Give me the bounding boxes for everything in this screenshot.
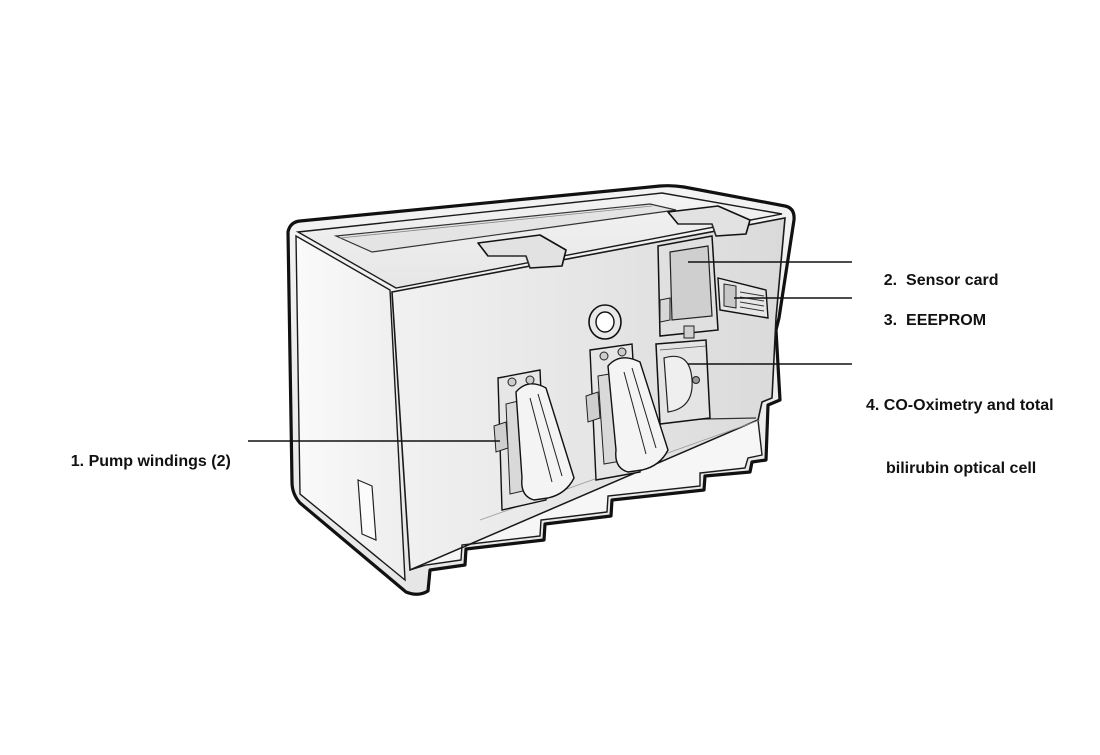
interior-floor [409,418,763,571]
sensor-card-face [669,245,713,321]
callout-optical-cell-line-2: bilirubin optical cell [886,460,1037,477]
round-port [588,304,622,340]
side-slot [357,479,377,541]
handle-right [667,205,751,237]
callout-optical-cell-line-1: 4. CO-Oximetry and total [866,397,1054,414]
callout-sensor-card: 2. Sensor card [866,249,999,312]
callout-pump-windings: 1. Pump windings (2) [53,430,231,493]
pump-winding-right [585,343,669,481]
callout-sensor-card-line-1: 2. Sensor card [883,272,999,289]
housing-left-side [295,234,406,582]
handle-left [477,234,567,269]
callout-eeeprom: 3. EEEPROM [866,289,986,352]
callout-pump-windings-line-1: 1. Pump windings (2) [70,453,231,470]
callout-eeeprom-line-1: 3. EEEPROM [883,312,987,329]
optical-cell [655,339,711,425]
callout-optical-cell: 4. CO-Oximetry and total bilirubin optic… [866,353,1054,521]
top-recess [333,203,677,253]
pump-winding-left [493,369,575,511]
sensor-card-assembly [657,235,719,339]
